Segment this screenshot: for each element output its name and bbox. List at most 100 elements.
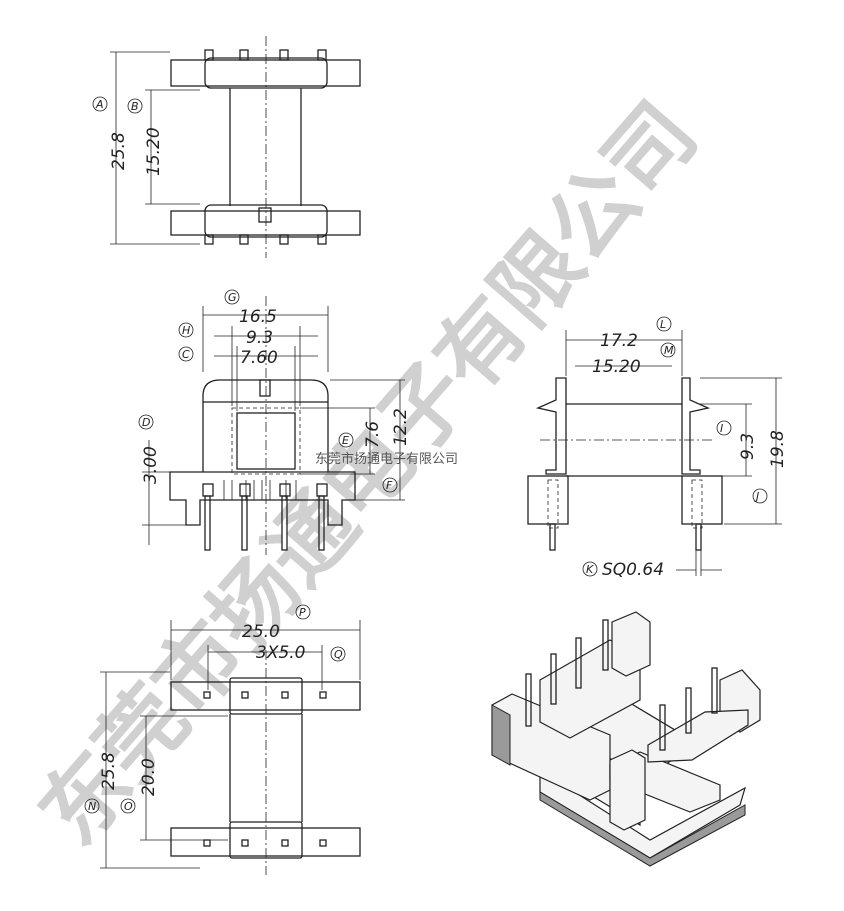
label-L: L bbox=[660, 318, 666, 331]
label-K: K bbox=[586, 563, 594, 576]
label-N-circle bbox=[84, 798, 100, 814]
top-pin-4 bbox=[317, 49, 327, 61]
dim-H-value: 9.3 bbox=[246, 328, 273, 348]
bot-pin-2 bbox=[239, 234, 249, 245]
dim-G-value: 16.5 bbox=[239, 307, 277, 327]
dim-E-value: 7.6 bbox=[363, 421, 383, 448]
dim-D-value: 3.00 bbox=[141, 446, 161, 484]
label-H-circle bbox=[178, 322, 194, 338]
top-pin-3 bbox=[279, 49, 289, 61]
bv-pin-t1 bbox=[203, 691, 211, 699]
label-N: N bbox=[88, 800, 96, 813]
label-G-circle bbox=[224, 289, 240, 305]
front-window-outer bbox=[231, 407, 301, 475]
label-C-circle bbox=[178, 346, 194, 362]
front-pin-3 bbox=[281, 495, 288, 551]
iso-base-shadow bbox=[539, 791, 746, 867]
front-pin-seat-1 bbox=[202, 483, 214, 497]
bottom-view: 25.0 P 3X5.0 Q 25.8 N 20.0 O bbox=[84, 604, 361, 875]
watermark-caption: 东莞市扬通电子有限公司 bbox=[315, 451, 458, 467]
dim-I-value: 9.3 bbox=[738, 433, 758, 460]
iso-pin-6 bbox=[685, 687, 692, 734]
isometric-view bbox=[491, 611, 761, 867]
front-body bbox=[202, 379, 329, 472]
dim-K-value: SQ0.64 bbox=[602, 560, 664, 580]
side-left-pin bbox=[549, 523, 556, 551]
dim-B-value: 15.20 bbox=[144, 127, 164, 176]
side-right-pin bbox=[695, 523, 702, 551]
front-view: 16.5 G 9.3 H 7.60 C 3.00 D 7.6 E 12 bbox=[138, 289, 411, 555]
front-pin-1 bbox=[204, 495, 211, 551]
front-base-grooves bbox=[223, 480, 297, 500]
dim-P-value: 25.0 bbox=[242, 622, 280, 642]
bv-bot-flange-outer bbox=[170, 827, 361, 857]
bv-pin-t3 bbox=[281, 691, 289, 699]
top-pin-1 bbox=[204, 49, 214, 61]
label-M: M bbox=[664, 344, 674, 357]
label-K-circle bbox=[582, 561, 598, 577]
iso-pin-1 bbox=[525, 673, 532, 727]
bv-pin-b3 bbox=[281, 839, 289, 847]
top-view: 25.8 A 15.20 B bbox=[92, 36, 361, 258]
bottom-flange-outer bbox=[170, 210, 361, 236]
dim-A-value: 25.8 bbox=[109, 132, 129, 170]
label-J-circle bbox=[752, 488, 768, 504]
label-O: O bbox=[124, 800, 133, 813]
label-B: B bbox=[131, 100, 139, 113]
bv-pin-b1 bbox=[203, 839, 211, 847]
dim-M-value: 15.20 bbox=[592, 357, 641, 377]
label-E-circle bbox=[338, 432, 354, 448]
iso-right-pin-rail bbox=[647, 709, 749, 763]
dim-Q-value: 3X5.0 bbox=[256, 643, 306, 663]
label-A: A bbox=[95, 98, 104, 111]
label-E: E bbox=[342, 434, 349, 447]
label-O-circle bbox=[120, 798, 136, 814]
bv-top-flange-outer bbox=[170, 681, 361, 711]
bv-pin-b2 bbox=[241, 839, 249, 847]
side-right-flange bbox=[681, 377, 711, 475]
iso-pin-3 bbox=[575, 637, 582, 689]
iso-left-flange-side bbox=[491, 704, 511, 766]
side-view: 17.2 L 15.20 M 9.3 I 19.8 J K SQ0.64 bbox=[527, 316, 788, 580]
bot-pin-3 bbox=[279, 234, 289, 245]
label-D-circle bbox=[138, 414, 154, 430]
iso-pin-7 bbox=[711, 667, 718, 714]
label-F-circle bbox=[382, 477, 398, 493]
dim-C-value: 7.60 bbox=[240, 348, 278, 368]
bv-pin-t2 bbox=[241, 691, 249, 699]
side-right-pin-hidden bbox=[691, 479, 703, 529]
dim-L-value: 17.2 bbox=[600, 331, 638, 351]
label-I-circle bbox=[716, 420, 732, 436]
dim-F-value: 12.2 bbox=[391, 408, 411, 446]
label-B-circle bbox=[127, 98, 143, 114]
label-I: I bbox=[720, 422, 723, 435]
label-Q-circle bbox=[330, 646, 346, 662]
iso-front-tab bbox=[609, 749, 646, 831]
iso-pin-2 bbox=[550, 653, 557, 705]
label-P-circle bbox=[295, 604, 311, 620]
label-H: H bbox=[182, 324, 190, 337]
bot-pin-4 bbox=[317, 234, 327, 245]
top-pin-2 bbox=[239, 49, 249, 61]
label-M-circle bbox=[660, 342, 676, 358]
label-F: F bbox=[386, 479, 393, 492]
dim-N-value: 25.8 bbox=[99, 752, 119, 790]
label-C: C bbox=[182, 348, 190, 361]
bottom-slot bbox=[258, 207, 272, 223]
iso-back-tab bbox=[611, 611, 651, 677]
label-G: G bbox=[228, 291, 237, 304]
dim-J-value: 19.8 bbox=[768, 430, 788, 468]
bv-pin-b4 bbox=[319, 839, 327, 847]
label-A-circle bbox=[92, 96, 108, 112]
front-pin-seat-2 bbox=[239, 483, 251, 497]
label-P: P bbox=[299, 606, 306, 619]
label-L-circle bbox=[656, 316, 672, 332]
label-Q: Q bbox=[334, 648, 343, 661]
dim-O-value: 20.0 bbox=[139, 758, 159, 796]
front-pin-4 bbox=[318, 495, 325, 551]
iso-pin-4 bbox=[602, 619, 609, 671]
iso-pin-5 bbox=[659, 704, 666, 751]
top-flange-outer bbox=[170, 59, 361, 87]
